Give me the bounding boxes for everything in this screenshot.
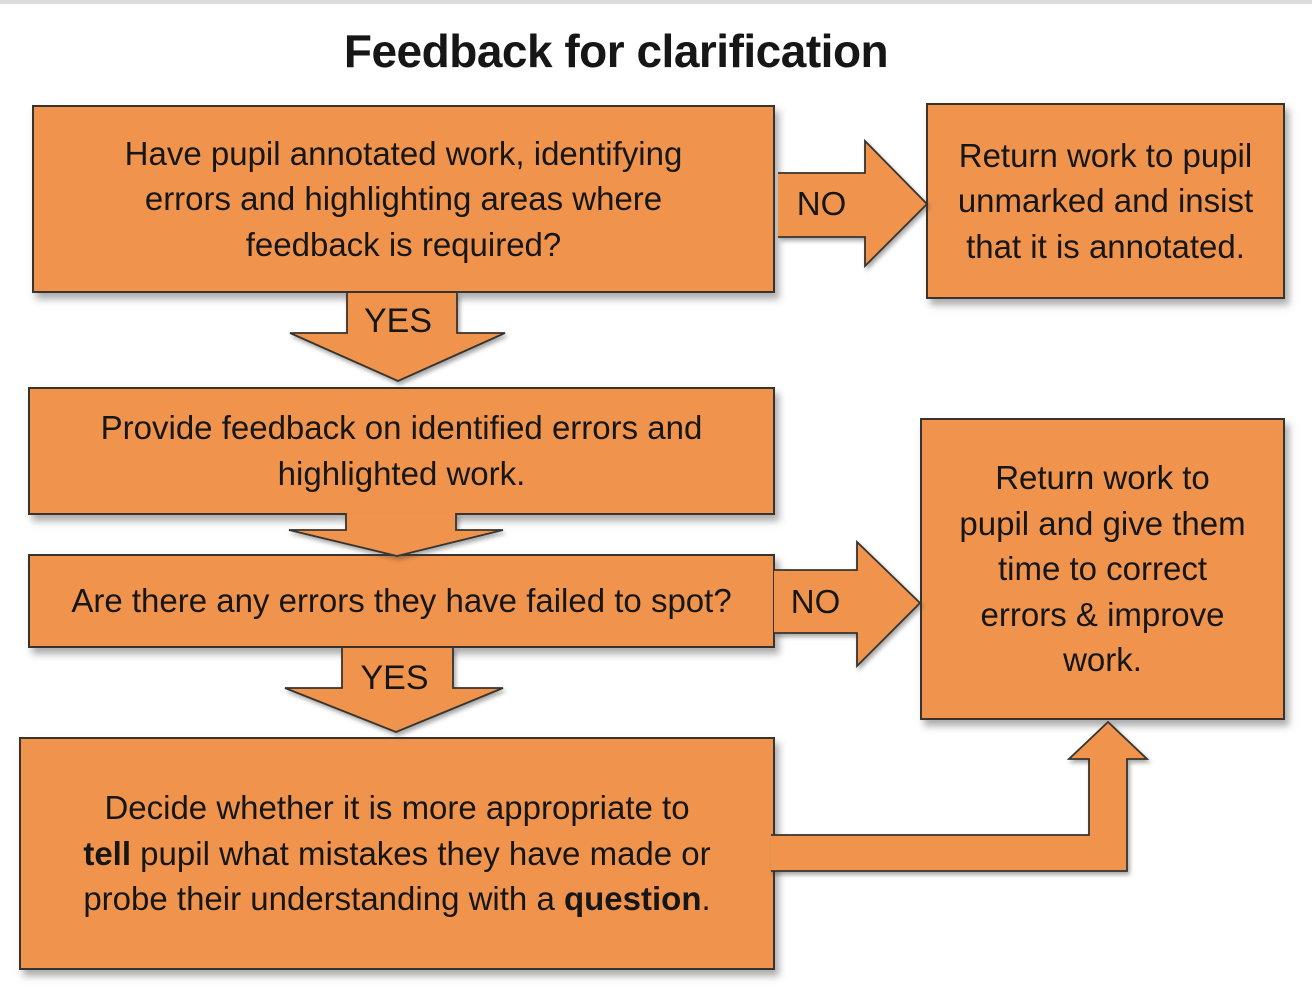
- decide-text-segment: pupil what mistakes they have made or pr…: [83, 834, 711, 918]
- yes-label-top: YES: [363, 302, 433, 340]
- flow-box-annotated-question: Have pupil annotated work, identifying e…: [32, 105, 775, 293]
- flow-box-decide: Decide whether it is more appropriate to…: [19, 737, 775, 970]
- decide-text-question-bold: question: [563, 880, 702, 918]
- elbow-connector-up-arrow-icon: [771, 720, 1150, 872]
- flow-box-errors-missed-question: Are there any errors they have failed to…: [28, 554, 775, 648]
- decide-text-segment: Decide whether it is more appropriate to: [104, 789, 690, 827]
- flow-box-return-correct: Return work to pupil and give them time …: [920, 418, 1285, 720]
- no-label-bottom: NO: [790, 583, 841, 620]
- flow-box-return-correct-text: Return work to pupil and give them time …: [959, 459, 1246, 679]
- no-label-top: NO: [796, 185, 847, 222]
- top-edge-line: [0, 0, 1312, 4]
- flow-box-return-unmarked: Return work to pupil unmarked and insist…: [926, 103, 1285, 299]
- flow-box-return-unmarked-text: Return work to pupil unmarked and insist…: [957, 136, 1254, 265]
- flow-box-provide-feedback-text: Provide feedback on identified errors an…: [100, 409, 703, 492]
- flow-box-errors-missed-text: Are there any errors they have failed to…: [71, 582, 732, 620]
- flow-box-annotated-text: Have pupil annotated work, identifying e…: [124, 134, 683, 263]
- flow-box-decide-text: Decide whether it is more appropriate to…: [77, 785, 717, 922]
- page-title: Feedback for clarification: [343, 25, 889, 77]
- yes-label-bottom: YES: [360, 659, 429, 697]
- decide-text-segment: .: [701, 880, 711, 918]
- decide-text-tell-bold: tell: [83, 834, 132, 872]
- flow-box-provide-feedback: Provide feedback on identified errors an…: [28, 387, 775, 515]
- down-arrow-icon: [288, 513, 504, 557]
